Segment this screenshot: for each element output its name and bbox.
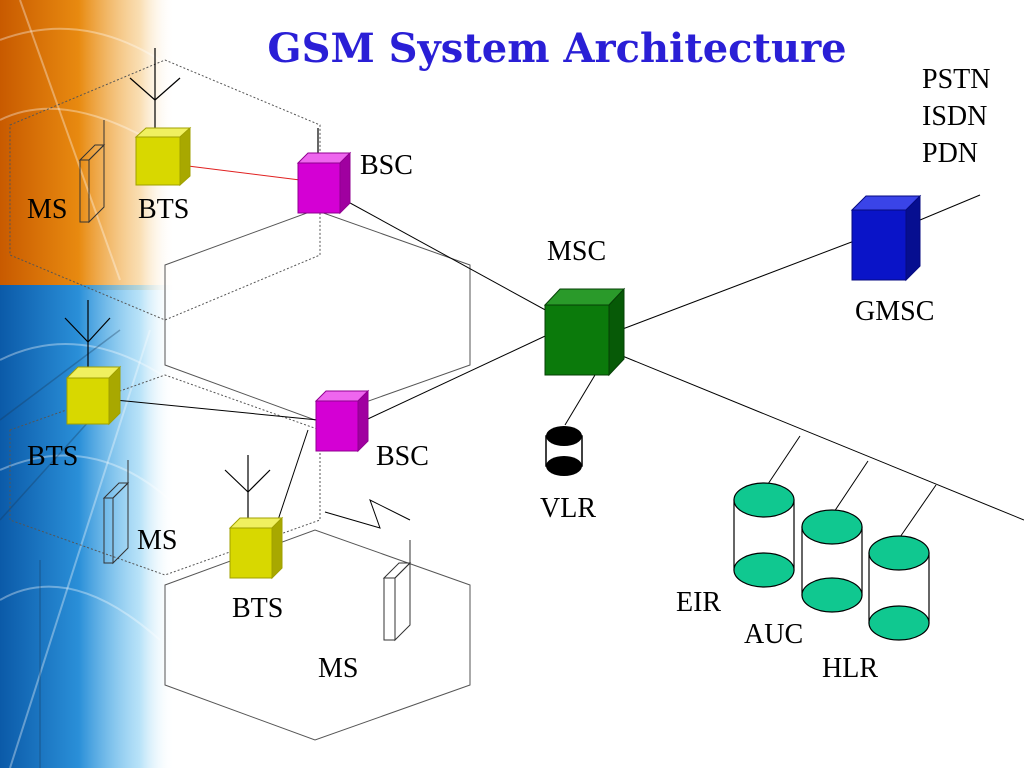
eir-database-cylinder-icon[interactable] <box>733 482 795 588</box>
label-eir: EIR <box>676 587 721 618</box>
label-bsc-top: BSC <box>360 150 413 181</box>
mobile-station-icon <box>382 540 412 642</box>
vlr-database-cylinder-icon[interactable] <box>545 426 583 476</box>
antenna-icon <box>64 300 111 370</box>
label-vlr: VLR <box>540 493 596 524</box>
radio-link-line <box>179 164 301 181</box>
label-ms-low: MS <box>318 653 358 684</box>
page-title: GSM System Architecture <box>267 25 846 72</box>
label-bsc-mid: BSC <box>376 441 429 472</box>
hlr-database-cylinder-icon[interactable] <box>868 535 930 641</box>
bts-low-cube[interactable] <box>228 516 284 580</box>
antenna-icon <box>129 48 181 130</box>
label-hlr: HLR <box>822 653 878 684</box>
label-gmsc: GMSC <box>855 296 934 327</box>
label-ms-mid: MS <box>137 525 177 556</box>
mobile-station-icon <box>78 120 106 224</box>
network-label-isdn: ISDN <box>922 101 987 132</box>
label-ms-top: MS <box>27 194 67 225</box>
auc-database-cylinder-icon[interactable] <box>801 509 863 613</box>
radio-link-zigzag-icon <box>324 498 411 529</box>
label-auc: AUC <box>744 619 803 650</box>
bsc-top-cube[interactable] <box>296 151 352 215</box>
bts-top-cube[interactable] <box>134 126 192 187</box>
bts-mid-cube[interactable] <box>65 365 122 426</box>
gmsc-cube[interactable] <box>850 194 922 282</box>
network-label-pstn: PSTN <box>922 64 990 95</box>
network-label-pdn: PDN <box>922 138 978 169</box>
label-bts-mid: BTS <box>27 441 78 472</box>
label-bts-top: BTS <box>138 194 189 225</box>
mobile-station-icon <box>102 460 130 565</box>
antenna-icon <box>224 455 271 520</box>
label-bts-low: BTS <box>232 593 283 624</box>
label-msc: MSC <box>547 236 606 267</box>
bsc-mid-cube[interactable] <box>314 389 370 453</box>
msc-cube[interactable] <box>543 287 626 377</box>
